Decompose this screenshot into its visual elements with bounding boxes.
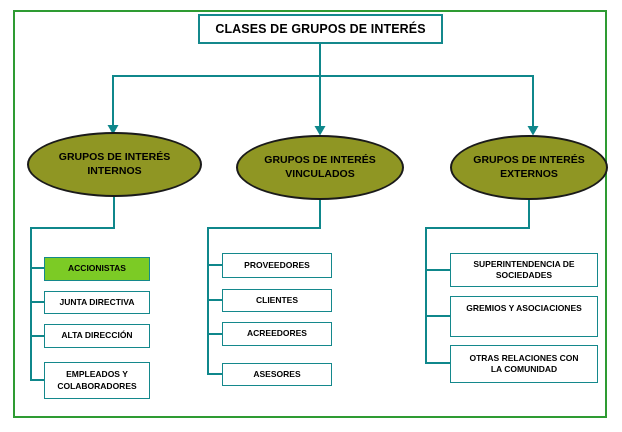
leaf-node-asesores: ASESORES <box>222 363 332 386</box>
node-label: GRUPOS DE INTERÉS INTERNOS <box>58 151 171 177</box>
node-label: ACREEDORES <box>247 328 307 339</box>
leaf-node-accionistas: ACCIONISTAS <box>44 257 150 281</box>
arrow-down-icon <box>107 125 119 135</box>
connector-branch-mid <box>207 199 321 374</box>
leaf-node-junta-directiva: JUNTA DIRECTIVA <box>44 291 150 314</box>
branch-node-internos: GRUPOS DE INTERÉS INTERNOS <box>27 132 202 197</box>
root-node-title: CLASES DE GRUPOS DE INTERÉS <box>198 14 443 44</box>
node-label: GRUPOS DE INTERÉS VINCULADOS <box>264 154 376 180</box>
leaf-node-clientes: CLIENTES <box>222 289 332 312</box>
arrow-down-icon <box>527 126 539 136</box>
node-label: JUNTA DIRECTIVA <box>59 296 135 307</box>
arrow-down-icon <box>314 126 326 136</box>
connector-branch-left <box>30 196 115 380</box>
node-label: ALTA DIRECCIÓN <box>61 330 133 341</box>
leaf-node-proveedores: PROVEEDORES <box>222 253 332 278</box>
leaf-node-gremios-asociaciones: GREMIOS Y ASOCIACIONES <box>450 296 598 337</box>
node-label: EMPLEADOS Y COLABORADORES <box>57 369 137 391</box>
node-label: ASESORES <box>253 368 301 379</box>
node-label: CLIENTES <box>255 294 299 305</box>
node-label: OTRAS RELACIONES CON LA COMUNIDAD <box>469 352 579 374</box>
outer-border <box>13 10 607 418</box>
branch-node-externos: GRUPOS DE INTERÉS EXTERNOS <box>450 135 608 200</box>
node-label: PROVEEDORES <box>244 259 310 270</box>
leaf-node-empleados-colaboradores: EMPLEADOS Y COLABORADORES <box>44 362 150 399</box>
leaf-node-acreedores: ACREEDORES <box>222 322 332 346</box>
connector-branch-right <box>425 199 530 363</box>
node-label: GRUPOS DE INTERÉS EXTERNOS <box>473 154 585 180</box>
leaf-node-otras-relaciones-comunidad: OTRAS RELACIONES CON LA COMUNIDAD <box>450 345 598 383</box>
node-label: ACCIONISTAS <box>68 263 126 274</box>
node-label: GREMIOS Y ASOCIACIONES <box>466 303 582 313</box>
node-label: SUPERINTENDENCIA DE SOCIEDADES <box>473 258 575 280</box>
leaf-node-alta-direccion: ALTA DIRECCIÓN <box>44 324 150 348</box>
leaf-node-superintendencia-sociedades: SUPERINTENDENCIA DE SOCIEDADES <box>450 253 598 287</box>
root-node-label: CLASES DE GRUPOS DE INTERÉS <box>215 22 426 36</box>
branch-node-vinculados: GRUPOS DE INTERÉS VINCULADOS <box>236 135 404 200</box>
